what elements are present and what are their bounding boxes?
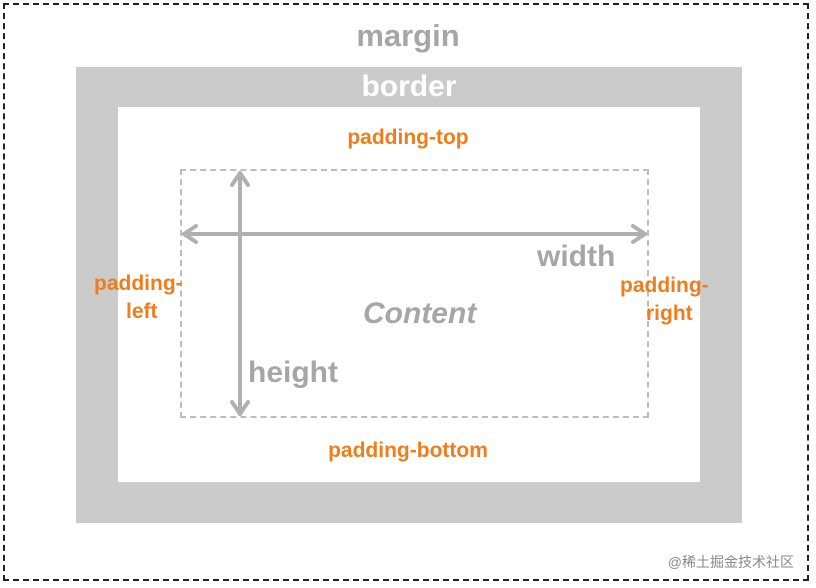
padding-top-label: padding-top: [347, 126, 469, 149]
content-area: [180, 169, 649, 418]
margin-label: margin: [356, 18, 460, 53]
padding-right-label-line2: right: [646, 302, 693, 325]
padding-right-label-line1: padding-: [620, 274, 709, 297]
height-label: height: [248, 356, 338, 389]
width-arrow-right-head: [631, 224, 647, 244]
padding-left-label-line1: padding-: [94, 272, 183, 295]
content-label: Content: [363, 297, 477, 330]
border-label: border: [361, 70, 457, 103]
margin-area: [3, 3, 809, 581]
height-arrow-bottom-head: [230, 400, 250, 416]
padding-left-label: padding- left: [94, 270, 204, 326]
width-arrow-left-head: [182, 224, 198, 244]
width-label: width: [537, 240, 616, 273]
padding-bottom-label: padding-bottom: [328, 439, 488, 462]
padding-left-label-line2: left: [126, 300, 158, 323]
watermark: @稀土掘金技术社区: [667, 554, 794, 570]
height-arrow-top-head: [230, 171, 250, 187]
padding-right-label: padding- right: [620, 272, 740, 328]
